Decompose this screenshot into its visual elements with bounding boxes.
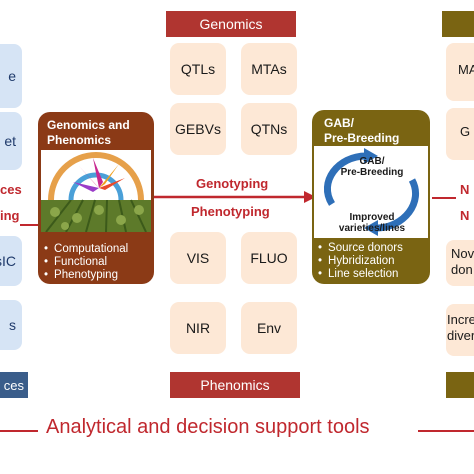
gab-card-title-line-1: GAB/ — [324, 116, 354, 130]
footer-line-left — [0, 430, 38, 432]
left-red-label-1: ces — [0, 182, 22, 197]
genomics-banner-label: Genomics — [199, 16, 263, 32]
right-box-1-label: MA — [458, 62, 474, 77]
cycle-bottom-line-2: varieties/lines — [338, 223, 406, 234]
gp-bullet-1: Computational — [44, 243, 128, 256]
left-arrow-stub — [20, 224, 38, 226]
gp-card-title-line-2: Phenomics — [47, 133, 112, 147]
left-box-3-label: sIC — [0, 253, 16, 269]
right-red-label-2: N — [460, 208, 470, 223]
right-red-label-1: N — [460, 182, 470, 197]
gab-bullet-1: Source donors — [318, 242, 403, 255]
phenomics-banner: Phenomics — [170, 372, 300, 398]
cycle-arrows — [323, 148, 420, 236]
cycle-top-line-2: Pre-Breeding — [340, 167, 404, 178]
center-arrow — [154, 191, 316, 203]
tile-gebvs-label: GEBVs — [175, 121, 221, 137]
gp-bullet-3: Phenotyping — [44, 269, 128, 282]
gab-card-title-line-2: Pre-Breeding — [324, 131, 400, 145]
tile-fluo-label: FLUO — [250, 250, 288, 266]
cycle-top-line-1: GAB/ — [359, 156, 385, 167]
right-box-3: Nov don — [446, 240, 474, 286]
cycle-top-label: GAB/ Pre-Breeding — [336, 156, 408, 178]
right-banner — [442, 11, 474, 37]
right-bottom-banner — [446, 372, 474, 398]
right-box-4-label: Incre diver — [447, 312, 474, 343]
tile-nir-label: NIR — [185, 320, 211, 336]
left-box-2-label: et — [4, 133, 16, 149]
right-box-2: G — [446, 108, 474, 160]
footer-label: Analytical and decision support tools — [46, 416, 370, 438]
left-box-4-label: s — [9, 317, 16, 333]
left-box-2: et — [0, 112, 22, 170]
cycle-bottom-line-1: Improved — [349, 212, 395, 223]
tile-nir: NIR — [170, 302, 226, 354]
right-box-1: MA — [446, 43, 474, 101]
left-box-1: e — [0, 44, 22, 108]
tile-mtas-label: MTAs — [251, 61, 287, 77]
cycle-bottom-label: Improved varieties/lines — [336, 212, 408, 234]
gab-bullet-2: Hybridization — [318, 255, 403, 268]
right-box-3-label: Nov don — [451, 246, 474, 277]
right-box-2-label: G — [460, 124, 471, 139]
genotyping-label: Genotyping — [196, 176, 269, 191]
left-box-3: sIC — [0, 236, 22, 286]
gp-card-bullets: Computational Functional Phenotyping — [44, 243, 128, 282]
tile-gebvs: GEBVs — [170, 103, 226, 155]
gab-card-bullets: Source donors Hybridization Line selecti… — [318, 242, 403, 281]
gab-card-title: GAB/ Pre-Breeding — [324, 116, 399, 146]
tile-vis: VIS — [170, 232, 226, 284]
left-box-4: s — [0, 300, 22, 350]
tile-qtls: QTLs — [170, 43, 226, 95]
gp-card-title: Genomics and Phenomics — [47, 118, 130, 148]
genomics-banner: Genomics — [166, 11, 296, 37]
tile-vis-label: VIS — [186, 250, 210, 266]
tile-qtns-label: QTNs — [250, 121, 288, 137]
tile-mtas: MTAs — [241, 43, 297, 95]
tile-env: Env — [241, 302, 297, 354]
tile-qtls-label: QTLs — [180, 61, 216, 77]
left-banner-label: ces — [3, 377, 24, 393]
left-banner: ces — [0, 372, 28, 398]
right-box-4: Incre diver — [446, 304, 474, 356]
gp-bullet-2: Functional — [44, 256, 128, 269]
footer-line-right — [418, 430, 474, 432]
field-image — [41, 150, 151, 232]
phenotyping-label: Phenotyping — [191, 204, 270, 219]
right-arrow-stub — [432, 197, 456, 199]
gab-bullet-3: Line selection — [318, 268, 403, 281]
tile-fluo: FLUO — [241, 232, 297, 284]
left-red-label-2: ing — [0, 208, 20, 223]
tile-qtns: QTNs — [241, 103, 297, 155]
gab-cycle-panel — [314, 146, 428, 238]
phenomics-banner-label: Phenomics — [200, 377, 270, 393]
gp-card-title-line-1: Genomics and — [47, 118, 130, 132]
left-box-1-label: e — [8, 68, 16, 84]
tile-env-label: Env — [256, 320, 282, 336]
